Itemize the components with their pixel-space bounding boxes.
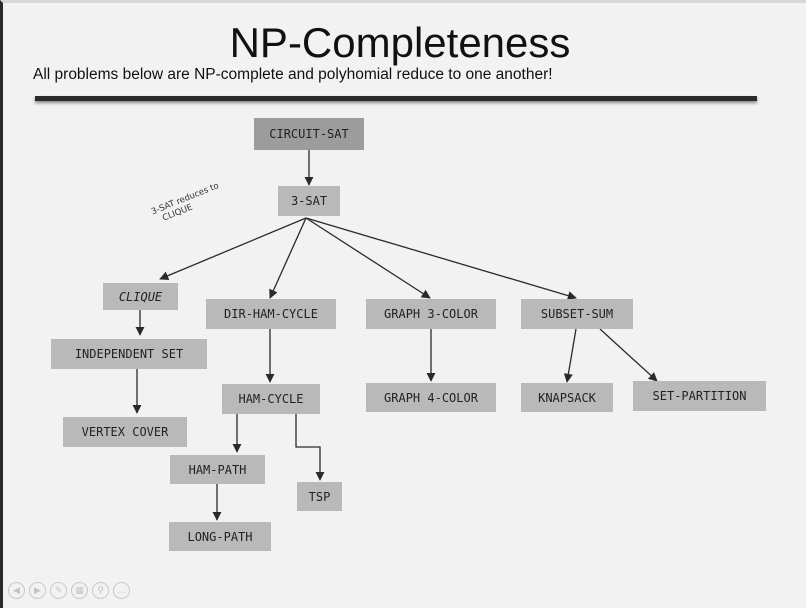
node-ham-path: HAM-PATH: [170, 455, 265, 484]
node-graph-4-color: GRAPH 4-COLOR: [366, 383, 496, 412]
slideshow-controls: ◀ ▶ ✎ ▦ ⚲ …: [8, 582, 130, 602]
edge-three-sat-to-graph-3-color: [305, 217, 431, 299]
previous-icon[interactable]: ◀: [8, 582, 25, 599]
zoom-icon[interactable]: ⚲: [92, 582, 109, 599]
slide-title: NP-Completeness: [229, 19, 571, 66]
edge-three-sat-to-subset-sum: [305, 217, 577, 301]
node-ham-cycle: HAM-CYCLE: [222, 384, 320, 414]
edge-ham-cycle-to-tsp: [295, 414, 325, 481]
edge-three-sat-to-clique: [159, 217, 307, 281]
node-set-partition: SET-PARTITION: [633, 381, 766, 411]
pen-icon[interactable]: ✎: [50, 582, 67, 599]
edge-subset-sum-to-set-partition: [599, 328, 658, 382]
next-icon[interactable]: ▶: [29, 582, 46, 599]
node-tsp: TSP: [297, 482, 342, 511]
edge-subset-sum-to-knapsack: [563, 328, 577, 383]
slide-subtitle: All problems below are NP-complete and p…: [33, 66, 553, 83]
edge-three-sat-to-dir-ham-cycle: [269, 217, 307, 299]
slides-icon[interactable]: ▦: [71, 582, 88, 599]
node-dir-ham-cycle: DIR-HAM-CYCLE: [206, 299, 336, 329]
node-knapsack: KNAPSACK: [521, 383, 613, 412]
node-clique: CLIQUE: [103, 283, 178, 310]
node-3-sat: 3-SAT: [278, 186, 340, 216]
menu-icon[interactable]: …: [113, 582, 130, 599]
node-circuit-sat: CIRCUIT-SAT: [254, 118, 364, 150]
node-independent-set: INDEPENDENT SET: [51, 339, 207, 369]
node-subset-sum: SUBSET-SUM: [521, 299, 633, 329]
title-divider: [35, 96, 757, 101]
node-vertex-cover: VERTEX COVER: [63, 417, 187, 447]
node-long-path: LONG-PATH: [169, 522, 271, 551]
node-graph-3-color: GRAPH 3-COLOR: [366, 299, 496, 329]
